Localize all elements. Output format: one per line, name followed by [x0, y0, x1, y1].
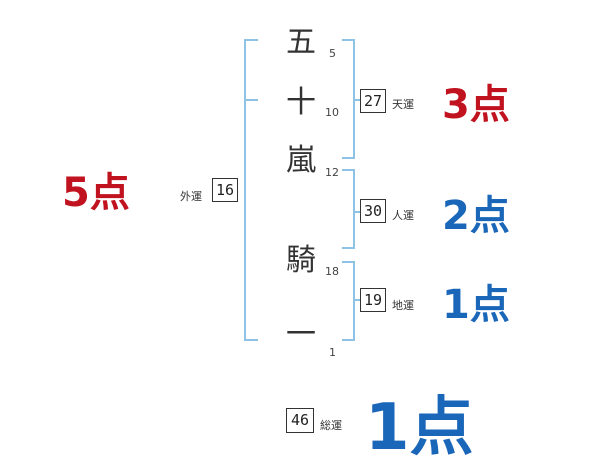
jin-label: 人運 [392, 209, 414, 222]
ten-value-box: 27 [360, 89, 386, 113]
gai-label: 外運 [180, 190, 202, 203]
chi-label: 地運 [392, 299, 414, 312]
stroke-count-5: 1 [329, 346, 336, 359]
so-value-box: 46 [286, 408, 314, 433]
outer-bracket [244, 39, 258, 341]
name-char-5: 一 [286, 317, 316, 352]
stroke-count-4: 18 [325, 265, 339, 278]
chi-score: 1点 [442, 282, 510, 328]
ten-score: 3点 [442, 82, 510, 128]
gai-value-box: 16 [212, 178, 238, 202]
name-char-3: 嵐 [286, 143, 316, 178]
stroke-count-3: 12 [325, 166, 339, 179]
name-char-1: 五 [286, 25, 316, 60]
gai-score: 5点 [62, 170, 130, 216]
stroke-count-2: 10 [325, 106, 339, 119]
ten-bracket [342, 39, 355, 159]
stroke-count-1: 5 [329, 47, 336, 60]
name-char-2: 十 [286, 85, 316, 120]
jin-value-box: 30 [360, 199, 386, 223]
chi-value-box: 19 [360, 288, 386, 312]
so-label: 総運 [320, 419, 342, 432]
so-score: 1点 [365, 391, 474, 465]
name-char-4: 騎 [286, 243, 316, 278]
ten-label: 天運 [392, 98, 414, 111]
chi-bracket [342, 261, 355, 341]
jin-bracket [342, 169, 355, 249]
jin-score: 2点 [442, 193, 510, 239]
